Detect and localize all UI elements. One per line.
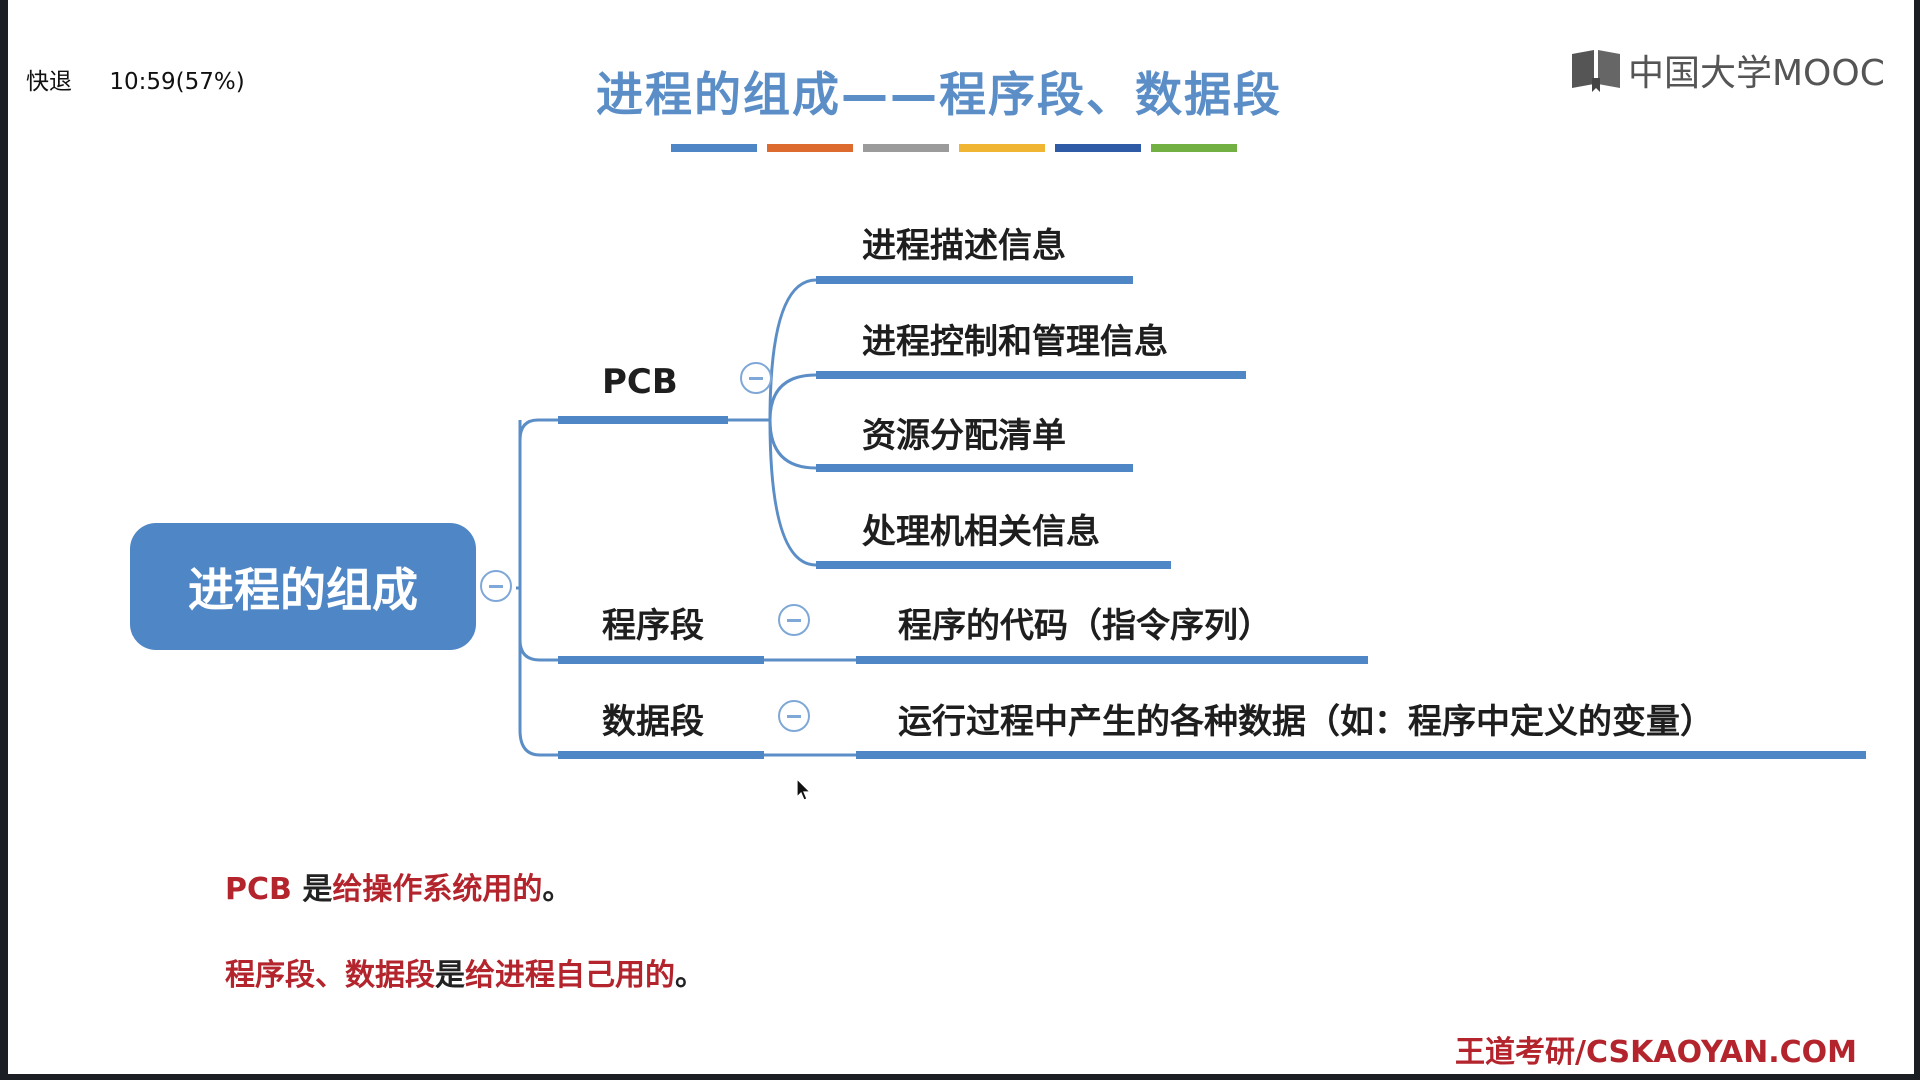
title-bar-blue	[671, 144, 757, 152]
branch-program-segment-label[interactable]: 程序段	[602, 606, 704, 646]
title-color-bars	[671, 144, 1237, 152]
rewind-mode-label: 快退	[26, 69, 72, 95]
program-segment-collapse-toggle-icon[interactable]	[778, 604, 810, 636]
mooc-logo: 中国大学MOOC	[1570, 44, 1885, 96]
note-pcb-usage: PCB 是给操作系统用的。	[225, 864, 572, 908]
logo-text: 中国大学MOOC	[1628, 53, 1885, 94]
note2-part1: 程序段、数据段	[225, 958, 435, 993]
playback-status: 快退 10:59(57%)	[26, 62, 245, 96]
title-bar-yellow	[959, 144, 1045, 152]
leaf-pcb-2[interactable]: 进程控制和管理信息	[862, 322, 1168, 362]
title-bar-gray	[863, 144, 949, 152]
note-segment-usage: 程序段、数据段是给进程自己用的。	[225, 950, 705, 994]
leaf-pcb-3[interactable]: 资源分配清单	[862, 416, 1066, 456]
note1-part3: 给操作系统用的	[332, 872, 543, 907]
leaf-program-code[interactable]: 程序的代码（指令序列）	[898, 606, 1272, 646]
data-segment-collapse-toggle-icon[interactable]	[778, 700, 810, 732]
watermark: 王道考研/CSKAOYAN.COM	[1455, 1035, 1857, 1070]
title-bar-navy	[1055, 144, 1141, 152]
leaf-pcb-1[interactable]: 进程描述信息	[862, 226, 1066, 266]
branch-pcb-label[interactable]: PCB	[602, 362, 678, 402]
mindmap-connectors	[516, 276, 1866, 759]
note1-part1: PCB	[225, 872, 292, 907]
title-bar-orange	[767, 144, 853, 152]
title-bar-green	[1151, 144, 1237, 152]
note2-part4: 。	[675, 958, 705, 993]
leaf-pcb-4[interactable]: 处理机相关信息	[862, 512, 1100, 552]
playback-time: 10:59(57%)	[109, 69, 245, 95]
note1-part2: 是	[291, 872, 333, 907]
slide-title: 进程的组成——程序段、数据段	[596, 68, 1282, 123]
leaf-runtime-data[interactable]: 运行过程中产生的各种数据（如：程序中定义的变量）	[898, 702, 1714, 742]
slide-canvas: 快退 10:59(57%) 进程的组成——程序段、数据段 中国大学MOOC	[8, 0, 1914, 1074]
root-collapse-toggle-icon[interactable]	[480, 570, 512, 602]
note2-part3: 给进程自己用的	[465, 958, 675, 993]
branch-data-segment-label[interactable]: 数据段	[602, 702, 704, 742]
mindmap-root-node[interactable]: 进程的组成	[130, 523, 476, 650]
note2-part2: 是	[435, 958, 465, 993]
note1-part4: 。	[542, 872, 573, 907]
book-logo-icon	[1572, 50, 1620, 92]
mouse-cursor-icon	[796, 778, 812, 801]
pcb-collapse-toggle-icon[interactable]	[740, 362, 772, 394]
